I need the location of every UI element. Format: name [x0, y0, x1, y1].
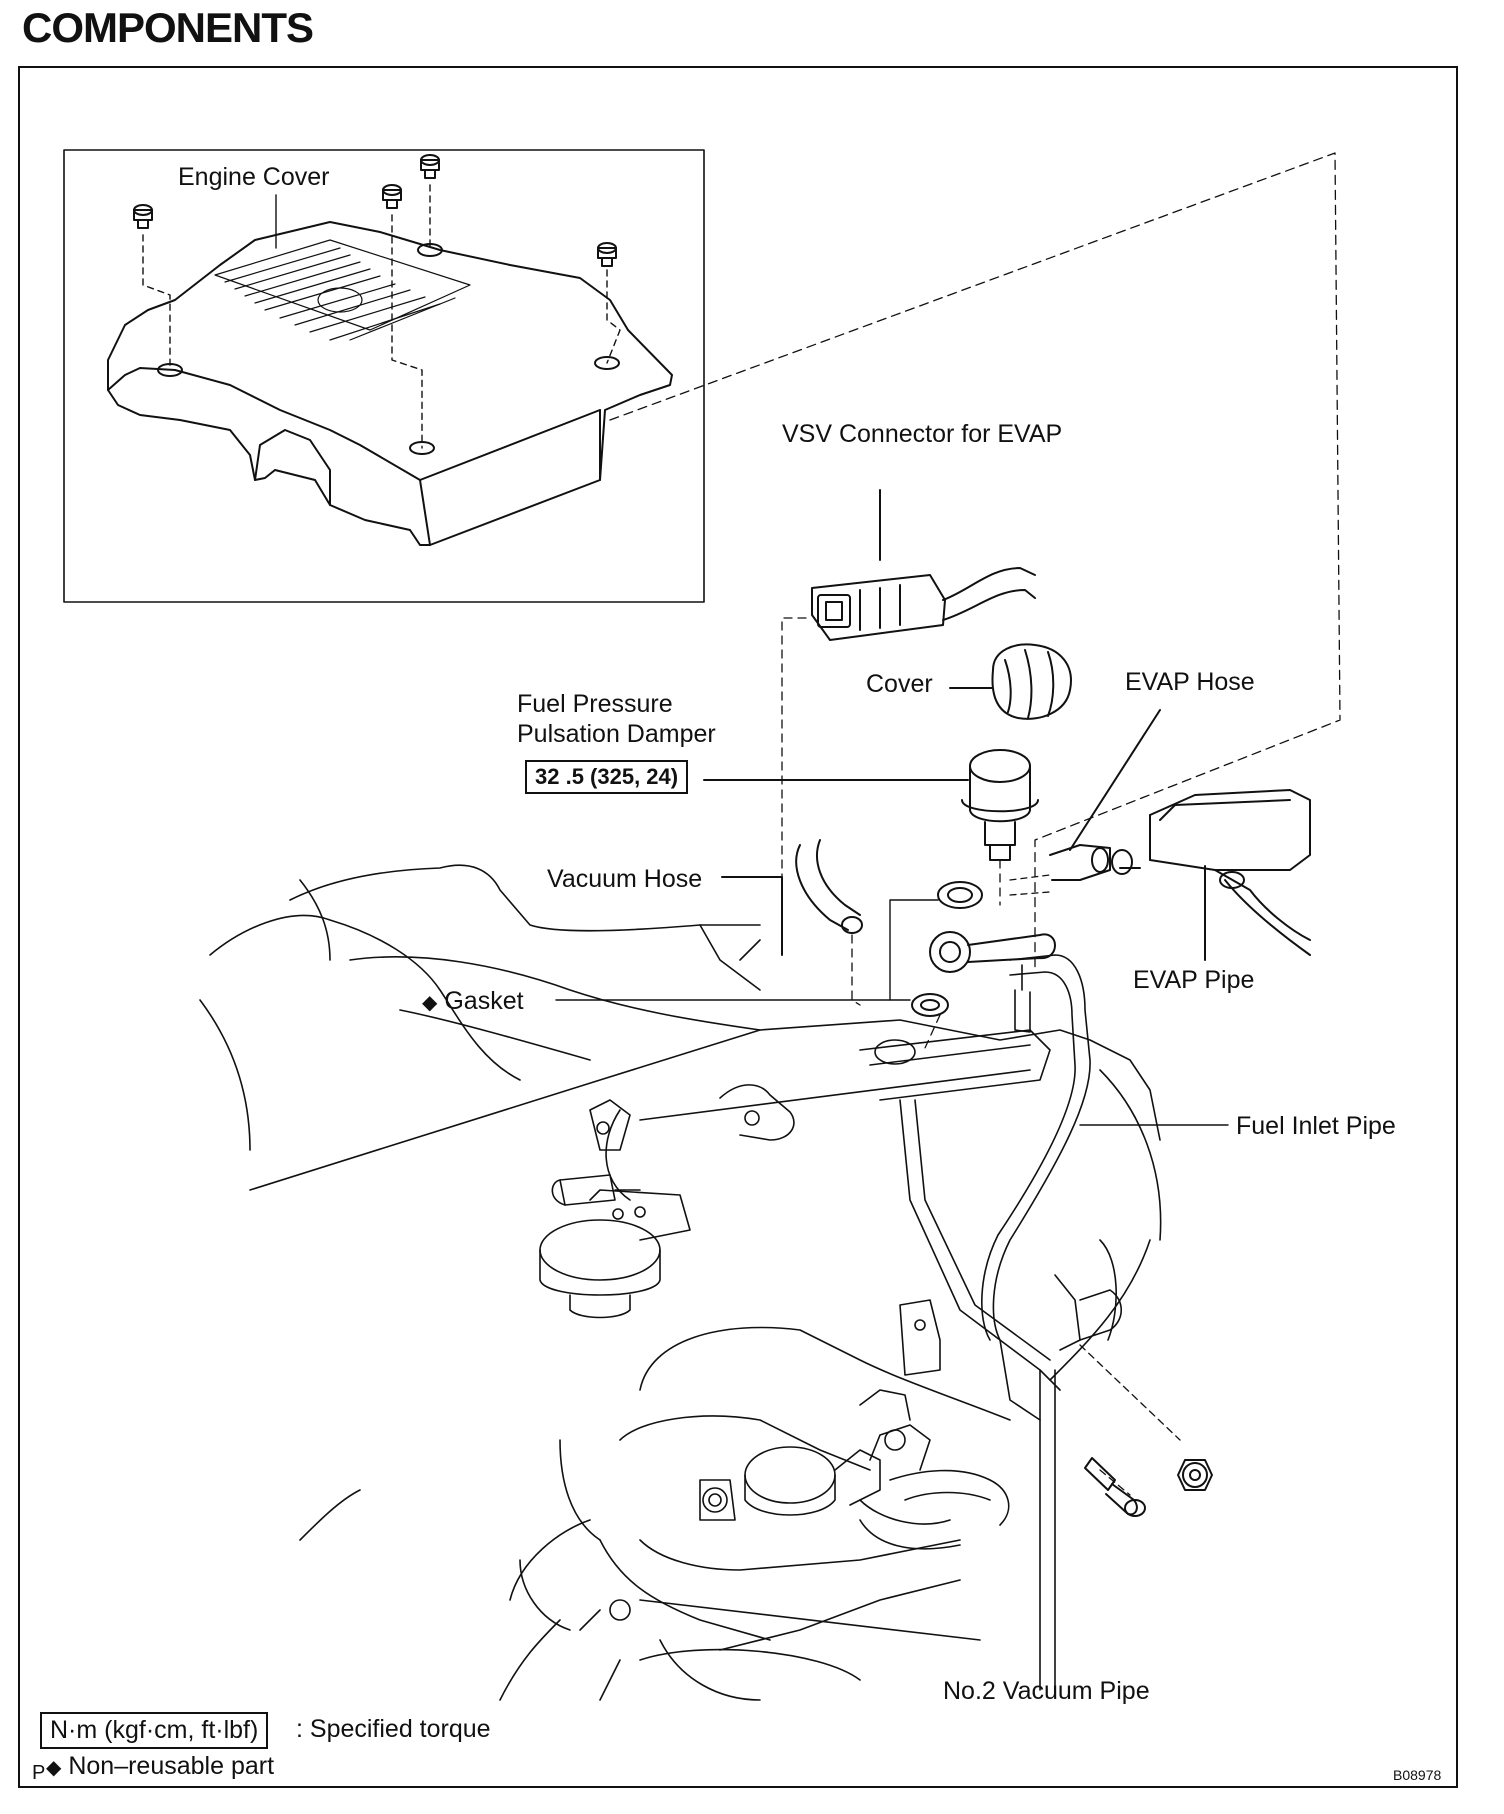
gasket-label: ◆ Gasket [422, 987, 524, 1016]
nut-icon [382, 184, 402, 209]
evap-hose-drawing [1009, 709, 1161, 896]
vsv-connector-label: VSV Connector for EVAP [782, 420, 1063, 448]
evap-pipe-label: EVAP Pipe [1133, 966, 1255, 994]
legend-torque-desc: : Specified torque [296, 1715, 491, 1743]
legend-non-reusable-text: Non–reusable part [68, 1752, 275, 1780]
nut-icon [133, 204, 153, 229]
torque-spec-box: 32 .5 (325, 24) [525, 760, 689, 794]
engine-manifold-drawing [199, 864, 1162, 1701]
damper-cover-drawing [949, 643, 1072, 720]
diamond-icon: ◆ [46, 1757, 62, 1779]
no2-vacuum-pipe-label: No.2 Vacuum Pipe [943, 1677, 1150, 1705]
legend-torque-unit-box: N·m (kgf·cm, ft·lbf) [40, 1712, 269, 1749]
nut-icon [597, 242, 617, 267]
projection-lines [609, 152, 1341, 971]
vacuum-hose-drawing [721, 839, 863, 1006]
nut-icon [420, 154, 440, 179]
pulsation-damper-drawing [703, 749, 1039, 906]
page-title: COMPONENTS [22, 4, 314, 51]
gasket-label-text: Gasket [444, 987, 524, 1015]
figure-code: B08978 [1393, 1767, 1442, 1783]
page-marker: P [32, 1762, 46, 1784]
evap-pipe-drawing [1119, 789, 1311, 961]
nut-icon [1079, 1344, 1213, 1491]
gasket-stack-drawing [555, 881, 1056, 1049]
vsv-connector-drawing [781, 489, 1036, 956]
diagram-frame [18, 66, 1458, 1788]
fuel-pressure-damper-label-line1: Fuel Pressure [517, 690, 673, 718]
engine-cover-label: Engine Cover [178, 163, 330, 191]
legend-non-reusable: ◆ Non–reusable part [46, 1752, 274, 1781]
evap-hose-label: EVAP Hose [1125, 668, 1255, 696]
fuel-pressure-damper-label-line2: Pulsation Damper [517, 720, 716, 748]
diamond-icon: ◆ [422, 992, 438, 1014]
engine-cover-inset [63, 149, 705, 603]
fuel-inlet-pipe-label: Fuel Inlet Pipe [1236, 1112, 1396, 1140]
vacuum-hose-label: Vacuum Hose [547, 865, 703, 893]
engine-cover-drawing [107, 154, 673, 546]
bolt-icon [1084, 1457, 1146, 1517]
cover-label: Cover [866, 670, 933, 698]
